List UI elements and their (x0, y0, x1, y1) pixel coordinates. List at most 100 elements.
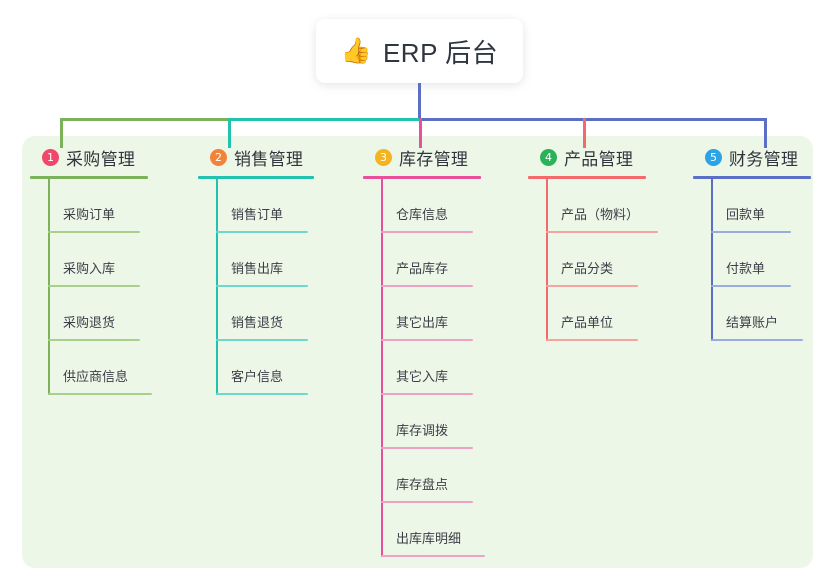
leaf-label: 产品（物料） (561, 207, 640, 222)
connector-bar-teal (230, 118, 420, 121)
leaf-rule (216, 339, 308, 341)
branch-column-1: 1 采购管理采购订单采购入库采购退货供应商信息 (30, 145, 190, 395)
branch-number-badge: 1 (42, 148, 59, 166)
leaf-label: 库存调拨 (396, 423, 449, 438)
branch-spine (711, 179, 713, 341)
root-node-card[interactable]: 👍 ERP 后台 (316, 19, 523, 83)
leaf-label: 回款单 (726, 207, 766, 222)
leaf-node[interactable]: 销售退货 (216, 287, 358, 341)
connector-stem-4 (583, 118, 586, 148)
leaf-label: 产品库存 (396, 261, 449, 276)
leaf-label: 其它入库 (396, 369, 449, 384)
leaf-label: 结算账户 (726, 315, 779, 330)
leaf-rule (711, 339, 803, 341)
leaf-node[interactable]: 产品（物料） (546, 179, 693, 233)
branch-title: 产品管理 (564, 149, 634, 169)
leaf-node[interactable]: 产品分类 (546, 233, 693, 287)
leaf-node[interactable]: 出库库明细 (381, 503, 528, 557)
leaf-rule (48, 231, 140, 233)
branch-header-rule (198, 176, 314, 179)
leaf-rule (381, 231, 473, 233)
branch-title: 销售管理 (234, 149, 304, 169)
leaf-node[interactable]: 采购订单 (48, 179, 190, 233)
branch-header-rule (528, 176, 646, 179)
thumbs-up-icon: 👍 (340, 36, 372, 65)
leaf-node[interactable]: 回款单 (711, 179, 823, 233)
leaf-rule (48, 393, 152, 395)
leaf-label: 付款单 (726, 261, 766, 276)
leaf-rule (381, 393, 473, 395)
leaf-label: 销售出库 (231, 261, 284, 276)
branch-header-3[interactable]: 3 库存管理 (363, 145, 528, 169)
branch-title: 库存管理 (399, 149, 469, 169)
branch-header-rule (693, 176, 811, 179)
branch-leaf-list: 回款单付款单结算账户 (693, 179, 823, 341)
leaf-node[interactable]: 采购退货 (48, 287, 190, 341)
leaf-label: 采购退货 (63, 315, 116, 330)
branch-spine (381, 179, 383, 557)
branch-column-3: 3 库存管理仓库信息产品库存其它出库其它入库库存调拨库存盘点出库库明细 (363, 145, 528, 557)
leaf-rule (216, 231, 308, 233)
leaf-label: 供应商信息 (63, 369, 129, 384)
leaf-rule (381, 501, 473, 503)
leaf-rule (711, 231, 791, 233)
connector-stem-5 (764, 118, 767, 148)
leaf-node[interactable]: 仓库信息 (381, 179, 528, 233)
connector-stem-2 (228, 118, 231, 148)
branch-header-rule (363, 176, 481, 179)
leaf-rule (216, 393, 308, 395)
connector-stem-1 (60, 118, 63, 148)
leaf-label: 销售退货 (231, 315, 284, 330)
branch-title: 财务管理 (729, 149, 799, 169)
connector-bar-green (60, 118, 230, 121)
leaf-node[interactable]: 其它入库 (381, 341, 528, 395)
branch-header-2[interactable]: 2 销售管理 (198, 145, 358, 169)
leaf-node[interactable]: 产品库存 (381, 233, 528, 287)
root-node-title: ERP 后台 (382, 37, 499, 68)
connector-stem-3 (419, 118, 422, 148)
leaf-node[interactable]: 其它出库 (381, 287, 528, 341)
leaf-node[interactable]: 产品单位 (546, 287, 693, 341)
leaf-rule (546, 339, 638, 341)
leaf-rule (546, 285, 638, 287)
branch-number-badge: 5 (705, 148, 722, 166)
leaf-label: 其它出库 (396, 315, 449, 330)
branch-spine (48, 179, 50, 395)
branch-column-5: 5 财务管理回款单付款单结算账户 (693, 145, 823, 341)
leaf-node[interactable]: 销售出库 (216, 233, 358, 287)
branch-number-badge: 4 (540, 148, 557, 166)
leaf-node[interactable]: 结算账户 (711, 287, 823, 341)
branch-header-5[interactable]: 5 财务管理 (693, 145, 823, 169)
leaf-rule (48, 339, 140, 341)
leaf-rule (216, 285, 308, 287)
branch-spine (546, 179, 548, 341)
leaf-rule (381, 555, 485, 557)
leaf-label: 出库库明细 (396, 531, 462, 546)
leaf-rule (381, 339, 473, 341)
leaf-label: 采购入库 (63, 261, 116, 276)
connector-bar-blue (420, 118, 765, 121)
branch-number-badge: 2 (210, 148, 227, 166)
branch-leaf-list: 产品（物料） 产品分类产品单位 (528, 179, 693, 341)
leaf-rule (48, 285, 140, 287)
branch-header-1[interactable]: 1 采购管理 (30, 145, 190, 169)
leaf-node[interactable]: 付款单 (711, 233, 823, 287)
branch-leaf-list: 仓库信息产品库存其它出库其它入库库存调拨库存盘点出库库明细 (363, 179, 528, 557)
branch-leaf-list: 销售订单销售出库销售退货客户信息 (198, 179, 358, 395)
leaf-label: 库存盘点 (396, 477, 449, 492)
branch-title: 采购管理 (66, 149, 136, 169)
leaf-rule (381, 447, 473, 449)
leaf-node[interactable]: 客户信息 (216, 341, 358, 395)
leaf-node[interactable]: 库存调拨 (381, 395, 528, 449)
leaf-node[interactable]: 供应商信息 (48, 341, 190, 395)
leaf-node[interactable]: 库存盘点 (381, 449, 528, 503)
branch-column-4: 4 产品管理产品（物料） 产品分类产品单位 (528, 145, 693, 341)
leaf-node[interactable]: 采购入库 (48, 233, 190, 287)
leaf-label: 仓库信息 (396, 207, 449, 222)
leaf-rule (546, 231, 658, 233)
branch-panel-background (22, 136, 813, 568)
leaf-node[interactable]: 销售订单 (216, 179, 358, 233)
branch-header-4[interactable]: 4 产品管理 (528, 145, 693, 169)
branch-number-badge: 3 (375, 148, 392, 166)
